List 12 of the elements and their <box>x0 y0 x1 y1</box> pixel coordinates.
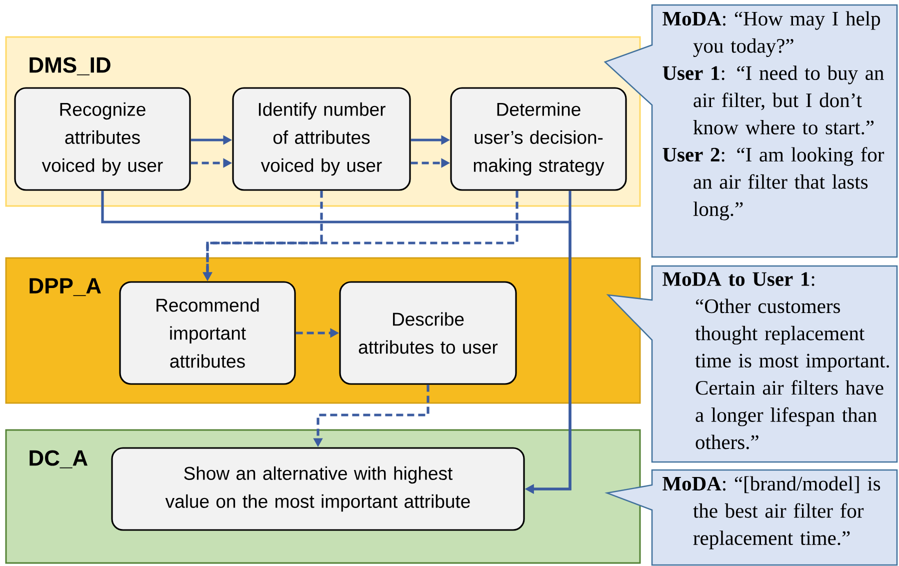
lane-label: DC_A <box>30 450 88 468</box>
process-box: Identify number of attributes voiced by user <box>232 87 411 191</box>
process-box: Show an alternative with highest value on the most important attribute <box>111 447 525 531</box>
process-box: Describe attributes to user <box>339 281 517 385</box>
speech-bubble: MoDA: “How may I help you today?” User 1: “I need to buy an air filter, but I don’t know where to start.” User 2: “I am looking for an air filter that lasts long.” <box>604 4 898 258</box>
process-box: Recognize attributes voiced by user <box>14 87 191 191</box>
process-box: Recommend important attributes <box>119 281 296 385</box>
speech-bubble: MoDA to User 1: “Other customers thought replacement time is most important. Certain air filters have a longer lifespan than others.” <box>606 265 898 463</box>
speech-bubble: MoDA: “[brand/model] is the best air filter for replacement time.” <box>604 469 898 566</box>
process-box: Determine user’s decision-making strategy <box>450 87 627 191</box>
lane-label: DPP_A <box>30 278 101 296</box>
lane-label: DMS_ID <box>30 57 110 76</box>
